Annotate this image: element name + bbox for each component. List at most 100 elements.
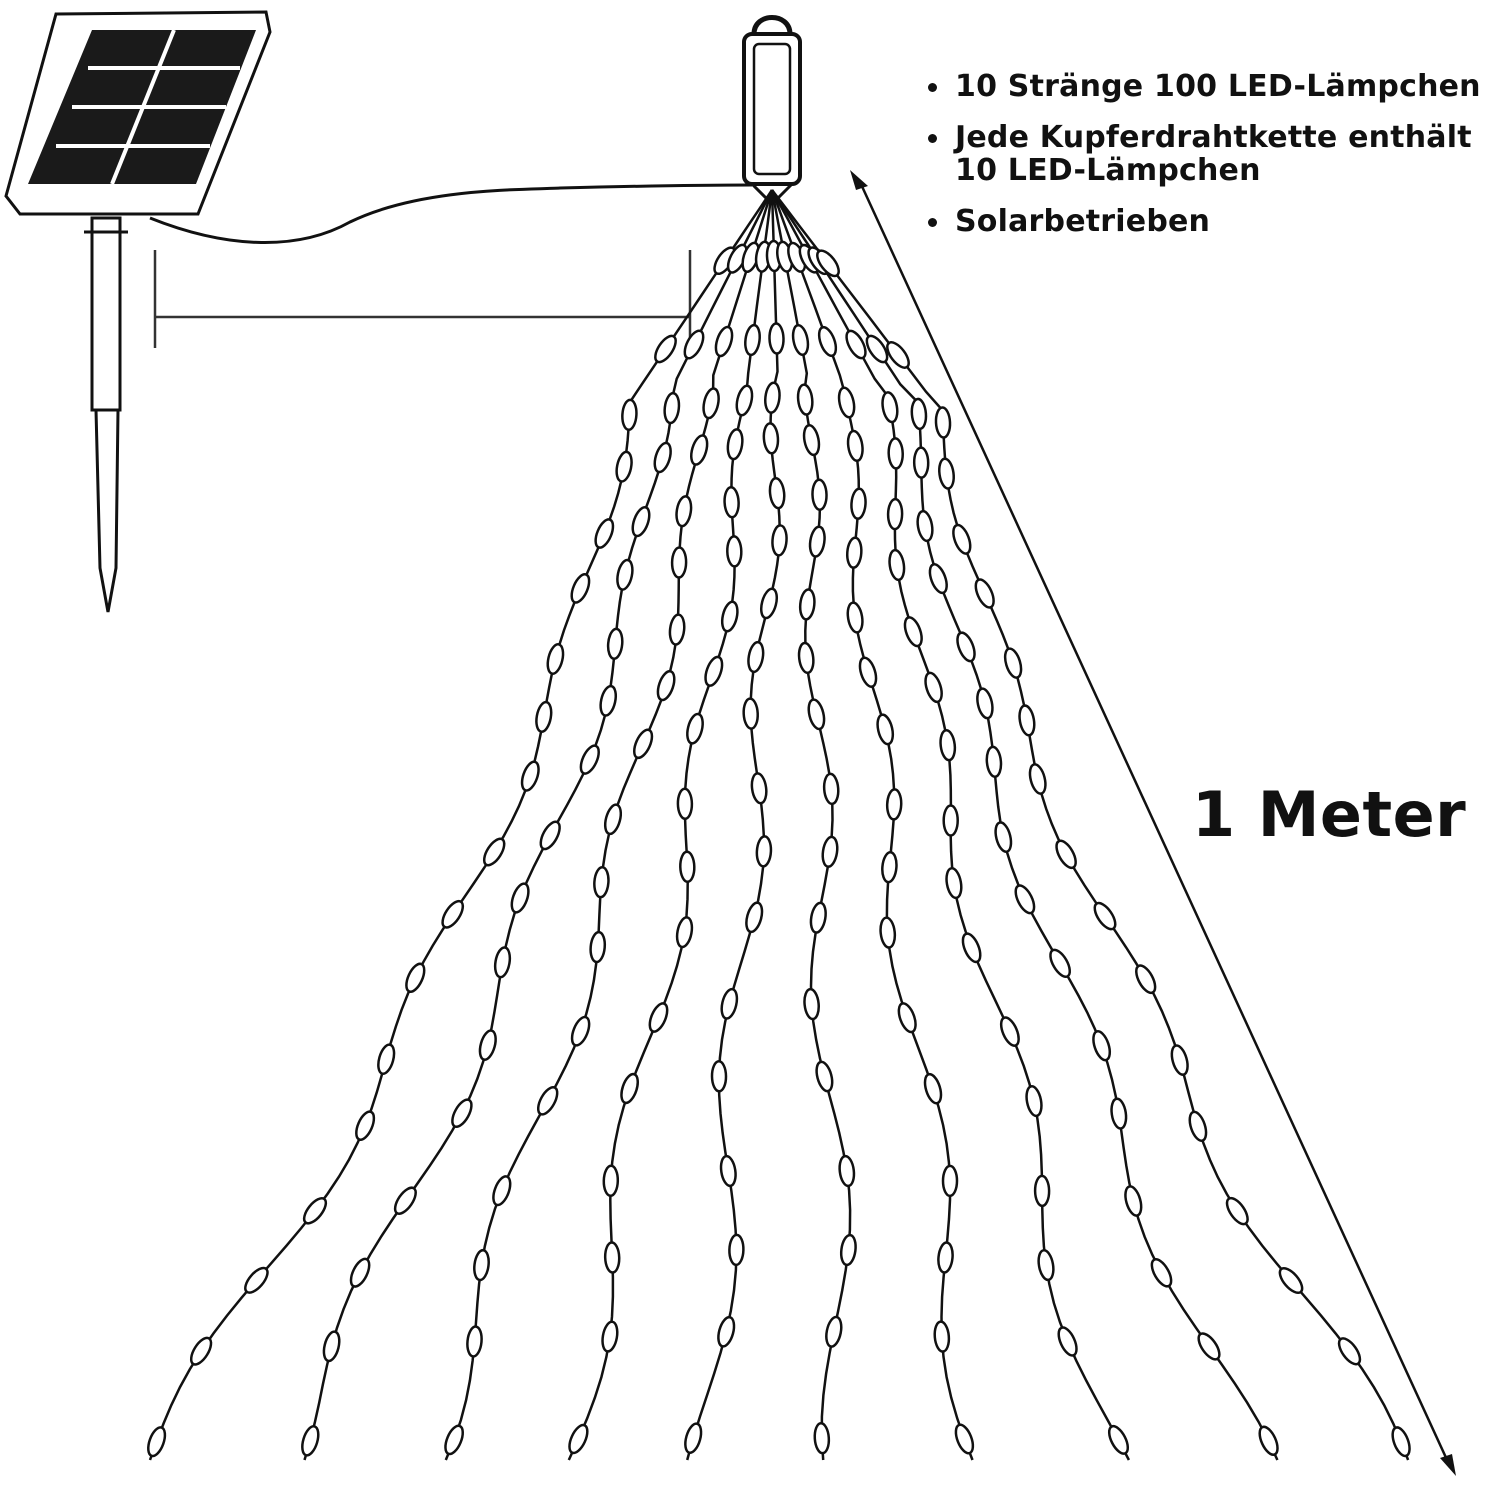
led-bulb-icon xyxy=(670,546,688,579)
led-bulb-icon xyxy=(189,1336,213,1366)
led-bulb-icon xyxy=(723,485,740,519)
led-bulb-icon xyxy=(937,1241,954,1274)
led-bulb-icon xyxy=(928,563,948,595)
led-bulb-icon xyxy=(579,744,600,775)
led-bulb-icon xyxy=(994,821,1013,854)
led-bulb-icon xyxy=(999,1016,1020,1047)
led-bulb-icon xyxy=(1003,647,1023,679)
led-bulb-icon xyxy=(768,322,785,355)
led-bulb-icon xyxy=(648,1002,669,1033)
led-bulb-icon xyxy=(1055,839,1077,870)
led-bulb-icon xyxy=(322,1330,341,1363)
led-bulb-icon xyxy=(771,524,788,557)
led-bulb-icon xyxy=(482,837,506,867)
power-cable xyxy=(149,183,753,244)
led-bulb-icon xyxy=(603,803,623,836)
led-bulb-icon xyxy=(933,1320,951,1353)
led-bulb-icon xyxy=(244,1266,269,1294)
led-bulb-icon xyxy=(923,1072,943,1105)
led-bulb-icon xyxy=(1018,704,1036,737)
led-bulb-icon xyxy=(668,613,686,646)
led-bulb-icon xyxy=(615,450,633,483)
led-bulb-icon xyxy=(952,523,972,555)
led-bulb-icon xyxy=(594,518,615,549)
led-bulb-icon xyxy=(802,424,821,457)
led-bulb-icon xyxy=(1124,1185,1143,1217)
led-bulb-icon xyxy=(796,383,814,416)
led-bulb-icon xyxy=(916,509,934,543)
led-bulb-icon xyxy=(846,429,864,463)
led-bulb-icon xyxy=(510,882,530,914)
led-bulb-icon xyxy=(535,700,553,733)
led-bulb-icon xyxy=(473,1248,490,1282)
led-bulb-icon xyxy=(941,1164,959,1198)
led-bulb-icon xyxy=(762,422,780,455)
led-bulb-icon xyxy=(568,1423,589,1455)
led-bulb-icon xyxy=(897,1002,917,1034)
led-bulb-icon xyxy=(838,1154,856,1188)
led-bulb-icon xyxy=(1092,1030,1112,1062)
led-bulb-icon xyxy=(1110,1097,1128,1130)
led-bulb-icon xyxy=(815,1060,834,1093)
led-bulb-icon xyxy=(803,987,820,1021)
led-bulb-icon xyxy=(845,536,863,569)
led-bulb-icon xyxy=(939,729,957,762)
led-bulb-icon xyxy=(1093,901,1117,931)
led-bulb-icon xyxy=(912,446,930,479)
led-bulb-icon xyxy=(881,391,899,424)
led-bulb-icon xyxy=(791,323,810,357)
led-bulb-icon xyxy=(742,697,759,730)
led-bulb-icon xyxy=(945,867,963,900)
led-bulb-icon xyxy=(377,1043,396,1076)
led-bulb-icon xyxy=(1014,884,1036,915)
led-bulb-icon xyxy=(539,820,561,851)
led-bulb-icon xyxy=(601,1320,619,1353)
distance-bracket xyxy=(153,250,692,348)
led-bulb-icon xyxy=(1225,1196,1249,1226)
led-bulb-icon xyxy=(683,329,705,360)
led-bulb-icon xyxy=(620,1072,639,1105)
led-bulb-icon xyxy=(807,698,826,731)
led-bulb-icon xyxy=(886,497,904,531)
led-bulb-icon xyxy=(451,1098,473,1128)
led-bulb-icon xyxy=(631,505,651,538)
led-strand-wire xyxy=(567,189,774,1461)
led-bulb-icon xyxy=(632,728,654,760)
led-bulb-icon xyxy=(393,1186,417,1215)
led-bulb-icon xyxy=(675,495,693,528)
led-bulb-icon xyxy=(663,391,681,425)
led-bulb-icon xyxy=(887,437,904,470)
feature-text: Jede Kupferdrahtkette enthält 10 LED-Läm… xyxy=(955,120,1472,188)
length-label: 1 Meter xyxy=(1192,778,1467,851)
feature-item: 10 Stränge 100 LED-Lämpchen xyxy=(928,70,1488,103)
led-bulb-icon xyxy=(520,760,540,792)
led-strand-wire xyxy=(148,189,774,1461)
led-bulb-icon xyxy=(768,477,786,510)
led-bulb-icon xyxy=(837,386,856,419)
led-bulb-icon xyxy=(888,548,906,582)
led-bulb-icon xyxy=(956,631,976,663)
led-bulb-icon xyxy=(147,1426,167,1458)
led-bulb-icon xyxy=(405,962,426,994)
led-bulb-icon xyxy=(606,627,624,661)
led-bulb-icon xyxy=(821,835,839,868)
led-bulb-icon xyxy=(1278,1266,1304,1295)
bullet-dot-icon xyxy=(928,134,937,143)
led-bulb-icon xyxy=(924,671,943,704)
led-bulb-icon xyxy=(954,1423,975,1455)
led-bulb-icon xyxy=(745,901,764,934)
led-bulb-icon xyxy=(570,1015,591,1047)
led-bulb-icon xyxy=(886,341,910,369)
led-bulb-icon xyxy=(675,916,694,949)
led-bulb-icon xyxy=(1135,964,1157,995)
led-bulb-icon xyxy=(441,899,465,929)
led-bulb-icon xyxy=(846,601,864,634)
feature-item: Solarbetrieben xyxy=(928,205,1488,238)
led-bulb-icon xyxy=(865,334,889,364)
led-bulb-icon xyxy=(750,772,768,805)
led-bulb-icon xyxy=(616,558,634,591)
led-bulb-icon xyxy=(910,397,928,431)
led-bulb-icon xyxy=(808,525,826,558)
led-bulb-icon xyxy=(493,946,512,979)
led-bulb-icon xyxy=(938,457,955,490)
